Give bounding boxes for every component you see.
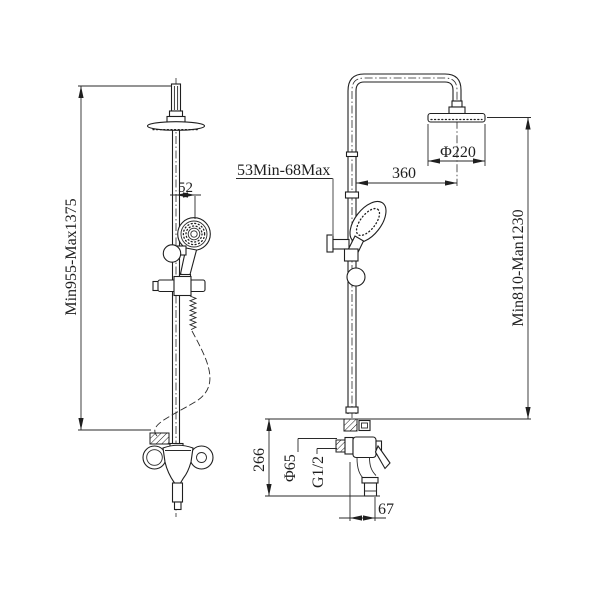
front-spout-curve [356,457,365,480]
side-mixer-body [162,444,194,484]
dim-label-flange: Φ65 [282,454,299,482]
front-rain-head [427,100,486,123]
front-spout-elbow [361,476,379,484]
dim-label-266: 266 [251,448,268,472]
dim-label-thread: G1/2 [310,456,327,488]
side-hand-shower [162,217,211,282]
side-rain-head [146,121,206,131]
side-shower-hose [154,295,211,437]
dim-side-height: Min955-Max1375 [63,85,172,431]
dim-label-wall-clearance: 53Min-68Max [237,162,330,179]
dim-label-head-diameter: Φ220 [440,144,476,161]
dim-handshower-offset: 52 [170,180,201,219]
side-view [142,78,214,517]
front-pipe-centerline [351,77,458,418]
front-handle-lever [374,444,391,470]
side-bracket-knob [162,244,182,263]
dim-label-67: 67 [378,501,394,518]
dim-arm-reach: 360 [356,165,457,186]
side-mixer-valve [142,432,214,511]
front-gooseneck-riser [344,73,462,414]
front-spout-outlet [363,482,378,497]
side-top-connector [166,83,186,124]
front-riser-union [345,151,359,158]
dim-spout-drop: 266 [251,419,380,497]
side-inlet-union [149,432,170,445]
side-hand-shower-spray-dots [182,222,206,246]
front-mixer-valve [335,436,391,497]
dim-flange-diameter: Φ65 [282,438,337,482]
side-escutcheon-right [189,445,214,470]
front-diverter [343,418,371,432]
dim-front-height: Min810-Man1230 [265,117,531,420]
front-mixer-body [352,436,377,459]
front-ball-joint [346,267,366,287]
front-hand-shower-face [355,207,381,237]
dim-spout-reach: 67 [339,462,394,521]
side-hand-shower-spray-dots2 [185,225,203,243]
front-hand-shower-holder [343,248,359,262]
dim-wall-clearance: 53Min-68Max [236,162,334,236]
front-inlet-thread [335,439,346,453]
side-slider [152,275,206,297]
dimensions: Min955-Max1375 52 53Min-68Max 360 Φ220 [63,85,531,521]
side-outlet-stub [171,482,184,503]
dim-label-front-height: Min810-Man1230 [510,209,527,326]
dim-label-side-height: Min955-Max1375 [63,198,80,315]
dim-thread-size: G1/2 [310,448,337,488]
dim-head-diameter: Φ220 [427,124,486,166]
front-riser-joint [344,191,360,199]
front-wall-bracket [326,234,350,253]
front-view [326,73,486,497]
dim-label-52: 52 [178,180,193,196]
dim-label-360: 360 [392,165,416,182]
front-hand-shower [343,200,387,287]
